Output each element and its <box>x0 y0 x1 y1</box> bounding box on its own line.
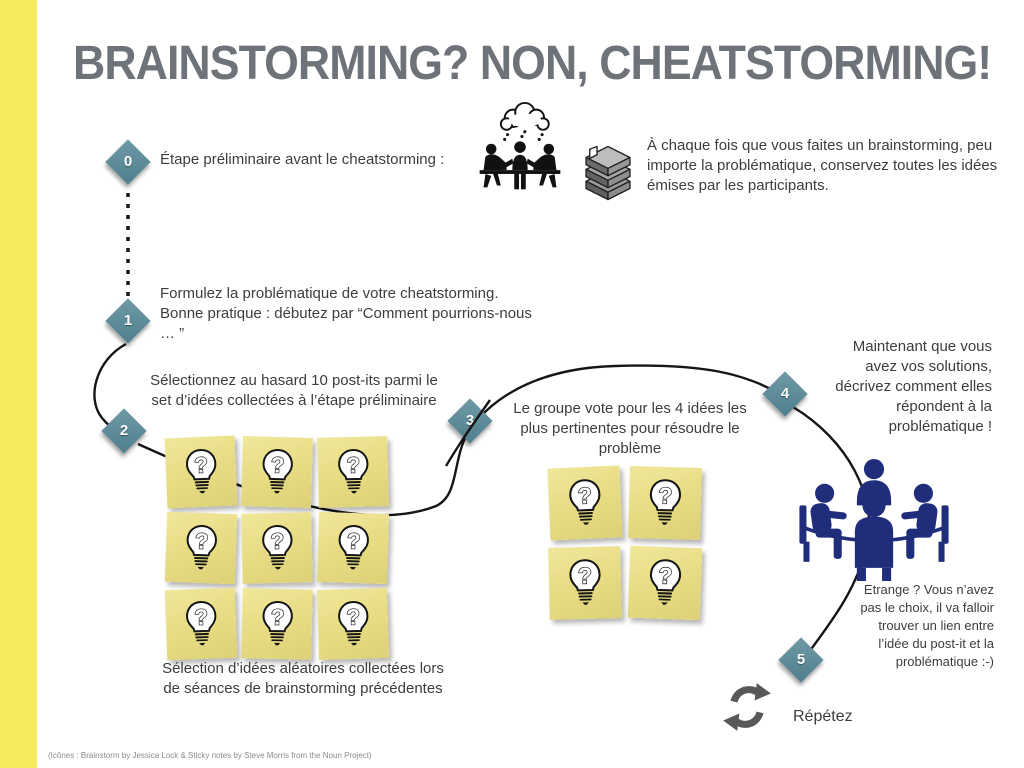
step-4-text: Maintenant que vous avez vos solutions, … <box>835 338 992 435</box>
postit-grid-caption: Sélection d’idées aléatoires collectées … <box>162 660 444 697</box>
step-2-text: Sélectionnez au hasard 10 post-its parmi… <box>150 372 438 409</box>
postit-note: ? <box>241 436 313 508</box>
step-0-number: 0 <box>123 153 133 170</box>
postit-note: ? <box>317 436 389 508</box>
postit-note: ? <box>547 465 623 541</box>
postit-note: ? <box>241 588 313 660</box>
right-person <box>901 483 949 562</box>
lightbulb-question-icon: ? <box>185 448 216 494</box>
lightbulb-question-icon: ? <box>262 448 293 494</box>
step-1-text: Formulez la problématique de votre cheat… <box>160 285 532 342</box>
step-2-marker: 2 <box>101 408 147 454</box>
svg-text:?: ? <box>346 452 360 477</box>
lightbulb-question-icon: ? <box>185 600 216 646</box>
lightbulb-question-icon: ? <box>338 524 369 570</box>
page-title: BRAINSTORMING? NON, CHEATSTORMING! <box>73 37 992 90</box>
credits-footer: (Icônes : Brainstorm by Jessica Lock & S… <box>48 751 372 760</box>
left-person <box>799 483 847 562</box>
step-0-marker: 0 <box>105 139 151 185</box>
step-5-marker: 5 <box>778 637 824 683</box>
svg-text:?: ? <box>346 604 360 629</box>
lightbulb-question-icon: ? <box>649 479 681 525</box>
repeat-arrows-icon <box>723 683 771 731</box>
lightbulb-question-icon: ? <box>569 479 601 525</box>
svg-text:?: ? <box>346 528 360 553</box>
svg-text:?: ? <box>193 452 208 478</box>
intro-note-text: À chaque fois que vous faites un brainst… <box>647 137 998 194</box>
lightbulb-question-icon: ? <box>649 559 681 605</box>
svg-text:?: ? <box>194 528 208 553</box>
lightbulb-question-icon: ? <box>337 448 368 494</box>
repeat-label: Répétez <box>793 708 853 725</box>
svg-text:?: ? <box>270 452 284 477</box>
step-5-number: 5 <box>796 651 806 668</box>
team-round-table-icon <box>799 459 949 581</box>
step-1-number: 1 <box>123 312 133 329</box>
postit-note: ? <box>628 466 702 540</box>
svg-text:?: ? <box>578 562 593 588</box>
step-3-number: 3 <box>465 412 475 429</box>
step-1-marker: 1 <box>105 298 151 344</box>
postit-note: ? <box>241 512 313 584</box>
step-3-text: Le groupe vote pour les 4 idées les plus… <box>513 400 747 457</box>
postit-note: ? <box>316 511 390 585</box>
lightbulb-question-icon: ? <box>569 559 601 605</box>
postit-note: ? <box>548 546 622 620</box>
svg-text:?: ? <box>270 528 284 553</box>
svg-text:?: ? <box>658 482 673 508</box>
svg-text:?: ? <box>270 604 284 629</box>
postit-note: ? <box>627 545 703 621</box>
sticky-notes-stack-icon <box>585 145 631 201</box>
voted-ideas-postit-grid: ? ? ? ? <box>547 465 703 621</box>
step-5-text: Etrange ? Vous n’avez pas le choix, il v… <box>860 582 994 669</box>
left-accent-bar <box>0 0 37 768</box>
step-0-text: Étape préliminaire avant le cheatstormin… <box>160 151 445 168</box>
postit-note: ? <box>164 511 238 585</box>
step-3-marker: 3 <box>447 398 493 444</box>
svg-text:?: ? <box>577 482 592 509</box>
lightbulb-question-icon: ? <box>186 524 217 570</box>
lightbulb-question-icon: ? <box>337 600 368 646</box>
step-4-marker: 4 <box>762 371 808 417</box>
lightbulb-question-icon: ? <box>261 524 292 570</box>
postit-note: ? <box>316 587 390 661</box>
lightbulb-question-icon: ? <box>262 600 293 646</box>
postit-note: ? <box>164 435 238 509</box>
step-4-number: 4 <box>780 385 790 402</box>
postit-note: ? <box>164 587 238 661</box>
brainstorm-meeting-icon <box>479 101 561 190</box>
svg-text:?: ? <box>194 604 208 629</box>
svg-text:?: ? <box>658 562 673 588</box>
step-2-number: 2 <box>119 422 129 439</box>
collected-ideas-postit-grid: ? ? ? ? <box>164 435 390 661</box>
